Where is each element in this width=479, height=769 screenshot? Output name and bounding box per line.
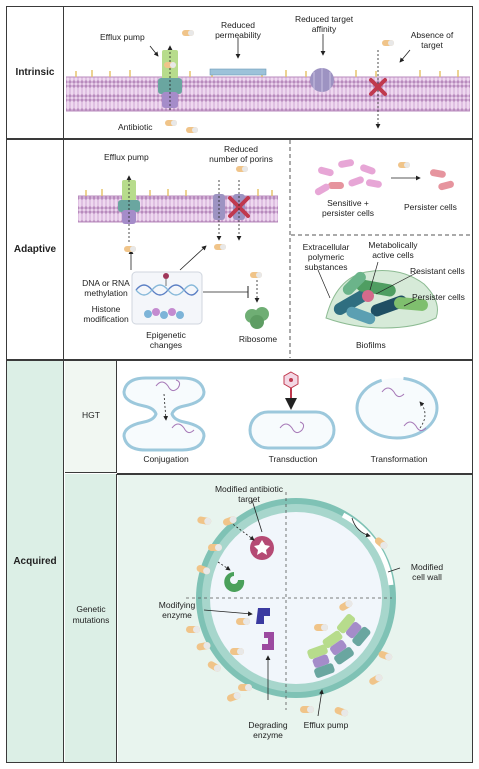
metabolically-active-label-1: Metabolically	[368, 240, 418, 250]
adaptive-porins	[213, 180, 250, 241]
reduced-target-affinity-label-1: Reduced target	[294, 14, 354, 24]
genetic-mutations-label-1: Genetic	[76, 604, 106, 614]
divider-intrinsic-adaptive	[7, 138, 472, 140]
row-label-acquired: Acquired	[7, 360, 64, 762]
modifying-enzyme-label-2: enzyme	[162, 610, 192, 620]
divider-adaptive-acquired	[7, 359, 472, 361]
hgt-panel-border	[117, 473, 472, 475]
modified-cell-wall-label-1: Modified	[410, 562, 444, 572]
persister-cells-biofilm-label: Persister cells	[412, 292, 465, 302]
row-label-acquired-text: Acquired	[13, 555, 57, 567]
persister-cells-group	[429, 169, 454, 191]
absence-of-target-label-2: target	[421, 40, 443, 50]
conjugation-cells	[122, 376, 206, 452]
reduced-permeability-label-2: permeability	[215, 30, 261, 40]
reduced-porins-label-2: number of porins	[209, 154, 273, 164]
antibiotic-capsules-adaptive	[124, 162, 410, 278]
acquired-efflux-pump-label: Efflux pump	[303, 720, 349, 730]
green-enzyme-icon	[217, 561, 245, 592]
cell-wall-pointer	[351, 517, 401, 573]
extracellular-label-3: substances	[304, 262, 348, 272]
adaptive-efflux-pump	[118, 175, 140, 242]
reduced-porins-label-1: Reduced	[223, 144, 259, 154]
modified-target-label-2: target	[238, 494, 260, 504]
transformation-label: Transformation	[370, 454, 428, 464]
modifying-enzyme-icon	[203, 608, 270, 624]
modified-target-label-1: Modified antibiotic	[214, 484, 284, 494]
reduced-target-affinity-protein	[310, 34, 334, 92]
modifying-enzyme-label-1: Modifying	[158, 600, 196, 610]
row-label-intrinsic-text: Intrinsic	[15, 67, 55, 78]
hgt-label: HGT	[82, 410, 100, 420]
conjugation-label: Conjugation	[143, 454, 189, 464]
epigenetic-box	[128, 245, 249, 325]
histone-modification-label-2: modification	[83, 314, 129, 324]
extracellular-label-1: Extracellular	[302, 242, 350, 252]
reduced-target-affinity-label-2: affinity	[311, 24, 337, 34]
genetic-mutations-label-2: mutations	[72, 615, 110, 625]
antibiotic-capsules-intrinsic	[164, 30, 394, 133]
persister-cells-label: Persister cells	[404, 202, 457, 212]
degrading-enzyme-label-2: enzyme	[253, 730, 283, 740]
metabolically-active-label-2: active cells	[372, 250, 414, 260]
extracellular-label-2: polymeric	[307, 252, 345, 262]
mutant-bacterium	[186, 492, 396, 710]
acquired-efflux-pumps	[307, 613, 371, 717]
reduced-permeability-label-1: Reduced	[220, 20, 256, 30]
row-label-adaptive: Adaptive	[7, 139, 64, 359]
intrinsic-efflux-pump-label: Efflux pump	[100, 32, 145, 42]
absence-of-target-label-1: Absence of	[410, 30, 454, 40]
transduction-cell	[248, 371, 336, 450]
dna-methylation-label-2: methylation	[84, 288, 128, 298]
adaptive-efflux-pump-label: Efflux pump	[104, 152, 149, 162]
histone-modification-label-1: Histone	[91, 304, 121, 314]
figure-frame	[6, 6, 473, 763]
antibiotic-label: Antibiotic	[118, 122, 153, 132]
epigenetic-changes-label-1: Epigenetic	[146, 330, 186, 340]
mutations-label-cell	[65, 474, 117, 762]
sensitive-persister-label-2: persister cells	[322, 208, 374, 218]
resistant-cells-label: Resistant cells	[410, 266, 465, 276]
degrading-enzyme-icon	[262, 632, 274, 700]
hgt-label-cell	[65, 361, 117, 473]
antibiotic-capsules-acquired	[186, 516, 393, 717]
dna-methylation-label-1: DNA or RNA	[82, 278, 130, 288]
row-label-adaptive-text: Adaptive	[13, 243, 57, 255]
transduction-label: Transduction	[268, 454, 318, 464]
degrading-enzyme-label-1: Degrading	[248, 720, 288, 730]
sensitive-persister-cells	[314, 159, 421, 196]
biofilm-pointer-lines	[317, 261, 419, 307]
ribosome-label: Ribosome	[238, 334, 278, 344]
transformation-cell	[355, 376, 439, 440]
absence-of-target-marker	[149, 38, 411, 129]
epigenetic-changes-label-2: changes	[149, 340, 183, 350]
modified-cell-wall-label-2: cell wall	[412, 572, 442, 582]
row-label-intrinsic: Intrinsic	[7, 7, 64, 138]
intrinsic-membrane	[66, 70, 470, 112]
biofilms-label: Biofilms	[356, 340, 386, 350]
ribosome-icon	[245, 280, 269, 329]
biofilm-cluster	[325, 270, 438, 329]
modified-target-icon	[229, 499, 274, 560]
sensitive-persister-label-1: Sensitive +	[327, 198, 369, 208]
reduced-permeability-channel	[209, 68, 267, 76]
